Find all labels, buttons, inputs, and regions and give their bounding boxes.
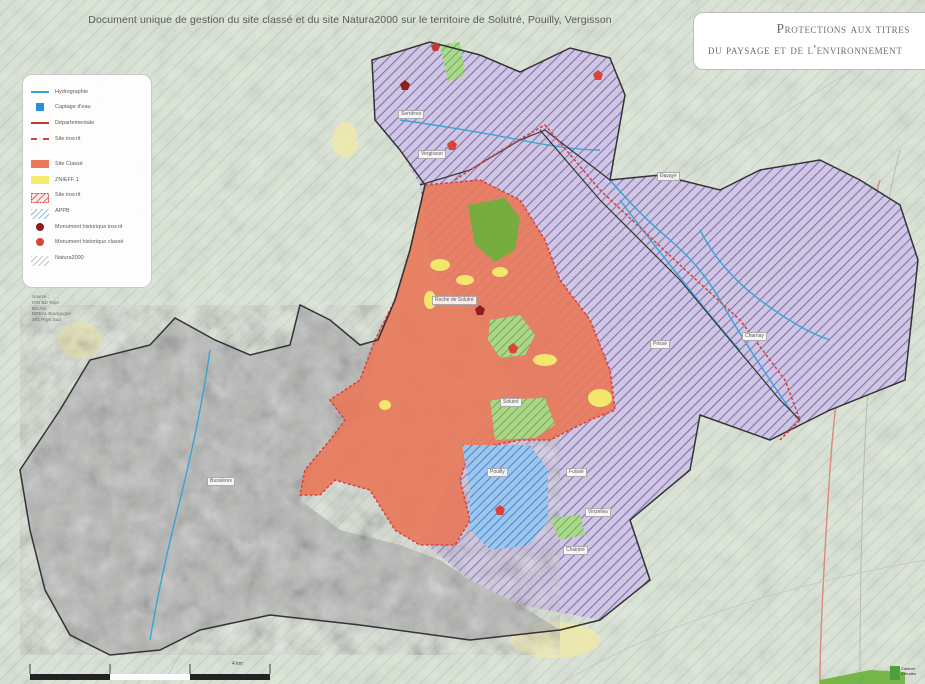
place-label: Chaintré — [563, 546, 588, 555]
forest-patch-1 — [468, 198, 520, 262]
place-label: Charnay — [742, 332, 767, 341]
monuments — [400, 42, 603, 515]
appb-zone — [462, 445, 548, 550]
hydrography — [149, 119, 831, 641]
place-label: Davayé — [657, 172, 680, 181]
legend-item-natura2000: Natura2000 — [31, 250, 143, 266]
place-label: Roche de Solutré — [432, 296, 477, 305]
commune-boundary — [19, 41, 919, 656]
map-legend: Hydrographie Captage d'eau Départemental… — [22, 74, 152, 288]
map-title-line1: Protections aux titres — [776, 21, 910, 36]
legend-item-monument-inscrit: Monument historique inscrit — [31, 219, 143, 235]
logo-mark-icon — [890, 666, 900, 680]
place-label: Bussières — [207, 477, 235, 486]
place-label: Serrières — [398, 110, 425, 119]
forest-patch-2 — [488, 315, 535, 358]
legend-line-blue-icon — [31, 87, 49, 97]
legend-hatch-grey-icon — [31, 253, 49, 266]
legend-item-site-inscrit: Site inscrit — [31, 188, 143, 204]
legend-item-appb: APPB — [31, 203, 143, 219]
legend-item-source: Captage d'eau — [31, 100, 143, 116]
site-inscrit-boundary — [454, 123, 801, 441]
forest-patch-3 — [490, 398, 555, 440]
legend-square-blue-icon — [31, 102, 49, 112]
legend-item-znieff: ZNIEFF 1 — [31, 172, 143, 188]
place-label: Prissé — [650, 340, 670, 349]
place-label: Pouilly — [487, 468, 508, 477]
scale-bar — [30, 674, 270, 680]
legend-dot-darkred-icon — [31, 222, 49, 232]
place-label: Vinzelles — [585, 508, 611, 517]
legend-item-departementale: Départementale — [31, 115, 143, 131]
legend-item-perimeter: Site inscrit — [31, 131, 143, 147]
map-title-box: Protections aux titres du paysage et de … — [693, 12, 925, 70]
publisher-logo: Cabinet d'études — [890, 664, 920, 684]
legend-item-monument-classe: Monument historique classé — [31, 234, 143, 250]
place-label: Fuissé — [566, 468, 587, 477]
legend-item-hydrography: Hydrographie — [31, 84, 143, 100]
legend-hatch-blue-icon — [31, 206, 49, 219]
map-source-note: Source : IGN BD Topo BD Alti DREAL Bourg… — [32, 294, 71, 323]
legend-dot-red-icon — [31, 237, 49, 247]
forest-patch-5 — [440, 42, 465, 82]
scale-label: 4 km — [232, 661, 243, 667]
place-label: Solutré — [500, 398, 522, 407]
legend-fill-orange-icon — [31, 159, 49, 169]
map-title-line2: du paysage et de l'environnement — [708, 42, 903, 57]
legend-line-red-icon — [31, 118, 49, 128]
forest-patch-4 — [550, 515, 585, 540]
legend-item-site-classe: Site Classé — [31, 156, 143, 172]
place-label: Vergisson — [418, 150, 446, 159]
legend-line-red-dashed-icon — [31, 134, 49, 144]
document-title: Document unique de gestion du site class… — [88, 14, 612, 26]
site-classe-zone — [300, 180, 615, 545]
legend-fill-yellow-icon — [31, 175, 49, 185]
legend-hatch-red-icon — [31, 190, 49, 204]
